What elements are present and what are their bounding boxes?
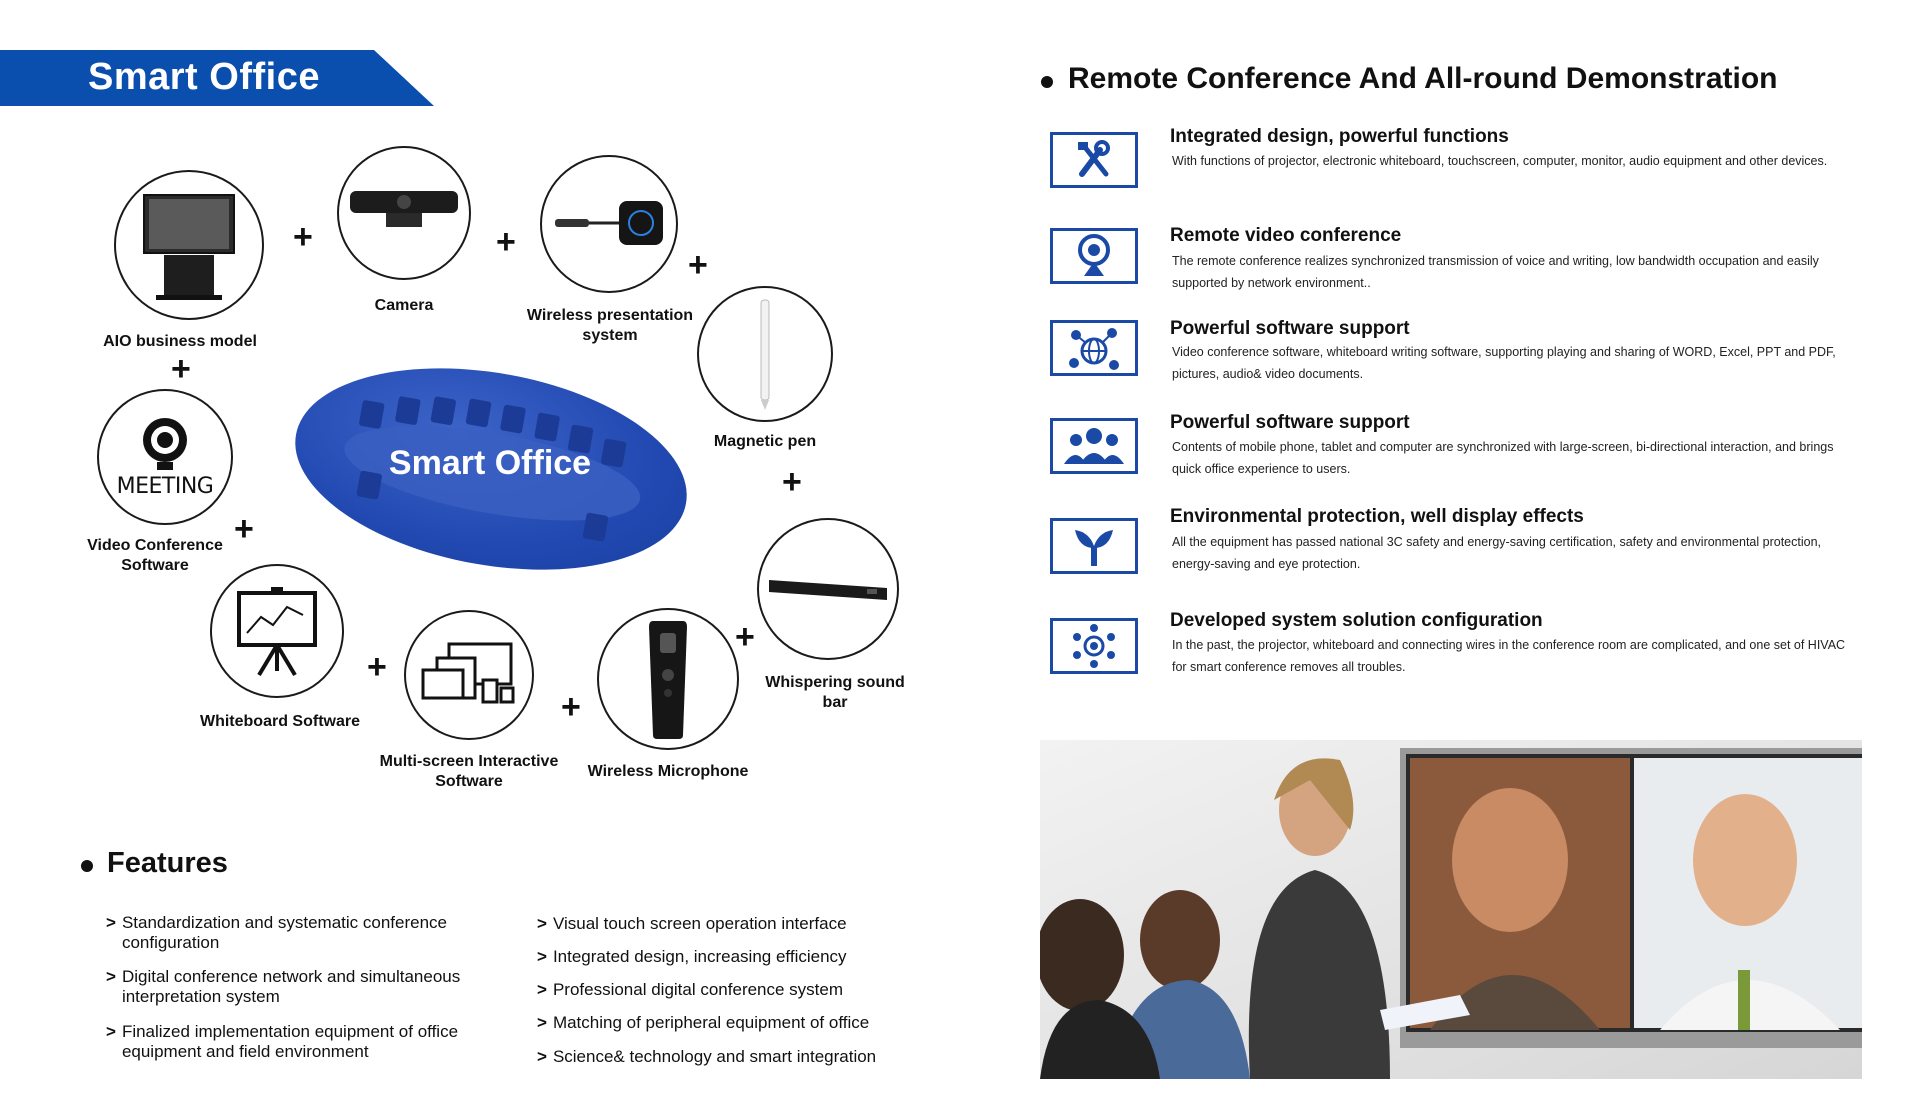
remote-item-title: Remote video conference [1170,225,1402,246]
whiteboard-label: Whiteboard Software [199,713,360,730]
remote-item-desc: In the past, the projector, whiteboard a… [1172,638,1846,674]
remote-item-desc: Contents of mobile phone, tablet and com… [1172,440,1834,476]
header-banner [0,50,434,106]
sound-bar-circle [757,518,899,660]
feature-marker: > [537,914,547,933]
remote-item-title: Environmental protection, well display e… [1170,506,1584,527]
plus-sign: + [171,350,191,388]
feature-item: > Standardization and systematic conferen… [106,913,462,953]
soundbar-icon [769,580,887,600]
feature-marker: > [106,913,116,932]
plus-sign: + [735,618,755,656]
remote-item-desc: With functions of projector, electronic … [1172,154,1828,168]
feature-marker: > [537,947,547,966]
wireless-presentation-circle [540,155,678,293]
feature-item: > Finalized implementation equipment of o… [106,1022,472,1062]
webcam-icon [1050,228,1138,284]
remote-item-desc: The remote conference realizes synchroni… [1172,254,1819,290]
feature-item: > Professional digital conference system [537,980,843,1000]
wireless-dongle-icon [555,201,663,245]
feature-text: Matching of peripheral equipment of offi… [552,1013,870,1032]
aio-display-icon [143,194,235,300]
remote-item-title: Powerful software support [1170,318,1410,339]
meeting-icon-text: MEETING [116,473,214,499]
features-bullet [81,860,93,872]
diagram-center-label: Smart Office [388,444,592,482]
feature-text: Digital conference network and simultane… [121,967,461,1006]
network-globe-icon [1050,320,1138,376]
feature-marker: > [537,980,547,999]
feature-marker: > [106,967,116,986]
camera-circle [337,146,471,280]
meeting-webcam-icon [143,417,187,470]
feature-text: Finalized implementation equipment of of… [121,1022,459,1061]
aio-business-model-label: AIO business model [103,333,257,350]
feature-text: Professional digital conference system [552,980,844,999]
users-group-icon [1050,418,1138,474]
feature-marker: > [106,1022,116,1041]
feature-item: > Visual touch screen operation interface [537,914,847,934]
video-conference-label: Video Conference Software [87,537,223,574]
feature-marker: > [537,1047,547,1066]
multi-devices-icon [421,642,515,704]
feature-text: Standardization and systematic conferenc… [121,913,448,952]
whiteboard-easel-icon [237,587,317,677]
camera-icon [350,191,458,227]
aio-business-model-circle [114,170,264,320]
remote-bullet [1041,76,1053,88]
leaf-sprout-icon [1050,518,1138,574]
remote-item-desc: Video conference software, whiteboard wr… [1172,345,1836,381]
pen-icon [760,299,770,410]
plus-sign: + [367,648,387,686]
feature-item: > Integrated design, increasing efficienc… [537,947,847,967]
conference-room-ellipse [279,340,703,598]
remote-heading: Remote Conference And All-round Demonstr… [1068,62,1778,95]
feature-text: Visual touch screen operation interface [552,914,847,933]
feature-marker: > [537,1013,547,1032]
remote-item-title: Powerful software support [1170,412,1410,433]
remote-item-title: Developed system solution configuration [1170,610,1543,631]
wireless-presentation-label: Wireless presentation system [526,307,694,344]
feature-item: > Digital conference network and simultan… [106,967,482,1007]
plus-sign: + [782,463,802,501]
conference-table-illustration [344,396,641,542]
plus-sign: + [688,246,708,284]
camera-label: Camera [374,297,434,314]
feature-text: Integrated design, increasing efficiency [552,947,847,966]
wireless-microphone-circle [597,608,739,750]
conference-photo [1040,740,1862,1079]
page-title: Smart Office [88,56,320,98]
multi-screen-circle [404,610,534,740]
plus-sign: + [496,223,516,261]
features-heading: Features [107,847,228,879]
tools-icon [1050,132,1138,188]
plus-sign: + [293,218,313,256]
remote-item-title: Integrated design, powerful functions [1170,126,1509,147]
feature-item: > Science& technology and smart integrati… [537,1047,876,1067]
whiteboard-circle [210,564,344,698]
feature-item: > Matching of peripheral equipment of off… [537,1013,869,1033]
microphone-icon [649,621,687,739]
feature-text: Science& technology and smart integratio… [552,1047,877,1066]
multi-screen-label: Multi-screen Interactive Software [379,753,559,790]
wireless-microphone-label: Wireless Microphone [587,763,749,780]
system-config-icon [1050,618,1138,674]
sound-bar-label: Whispering sound bar [765,674,905,711]
plus-sign: + [561,688,581,726]
magnetic-pen-circle [697,286,833,422]
conference-scene-illustration [1040,740,1862,1079]
plus-sign: + [234,510,254,548]
video-conference-circle: MEETING [97,389,233,525]
remote-item-desc: All the equipment has passed national 3C… [1172,535,1821,571]
magnetic-pen-label: Magnetic pen [713,433,817,450]
